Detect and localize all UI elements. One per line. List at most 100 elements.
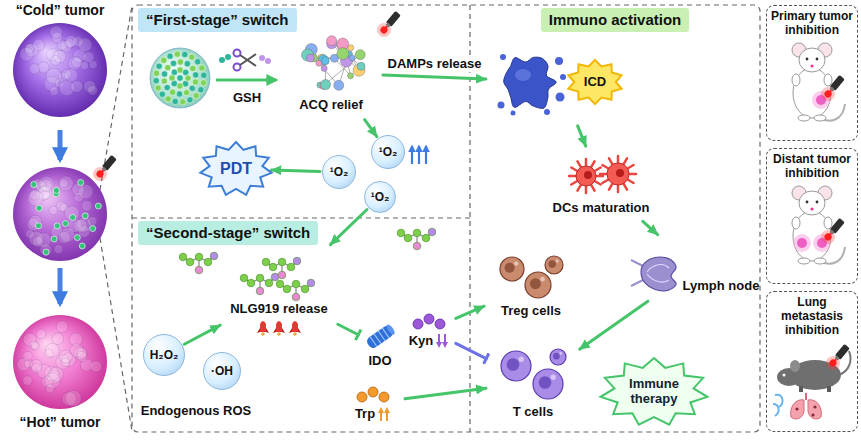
nanoparticle: [161, 57, 167, 63]
node-label: PDT: [220, 159, 252, 178]
tumor-sphere: [82, 213, 88, 219]
mouse-model: [797, 238, 807, 248]
mouse-model: [792, 217, 800, 229]
trend-arrows: [436, 342, 442, 348]
ido-enzyme-art: [378, 331, 385, 341]
nlg919-molecule: [210, 252, 218, 260]
nanoparticle: [172, 98, 178, 104]
dendritic-cells-art: [571, 181, 577, 185]
laser-pointer: [386, 23, 391, 28]
tumor-sphere: [74, 219, 87, 232]
molecule-dots: [409, 312, 449, 332]
dendritic-cells-art: [628, 165, 634, 169]
mouse-model: [799, 191, 825, 215]
t-cells-art: [539, 376, 552, 389]
t-cells-art: [507, 358, 520, 371]
nanoparticle: [184, 61, 190, 67]
molecule-dots: [435, 319, 445, 329]
trend-arrows: [438, 334, 440, 343]
burst-shape: [568, 60, 621, 104]
tumor-sphere: [10, 20, 110, 120]
burst-shape: [200, 142, 271, 195]
trend-arrows: [442, 342, 448, 348]
tumor-sphere: [65, 36, 77, 48]
nanoparticle: [167, 53, 173, 59]
node-label: ·OH: [211, 364, 233, 378]
molecule-row: Trp: [355, 406, 391, 422]
nanoparticle: [198, 87, 204, 93]
treg-cells-art: [514, 262, 518, 266]
nlg919-molecule: [265, 279, 273, 287]
dying-cell: [544, 109, 550, 115]
node-label: Kyn: [409, 333, 434, 349]
tumor-sphere: “Cold” tumor: [5, 2, 115, 127]
nlg919-molecule: [240, 273, 279, 295]
mouse-model: [792, 43, 848, 121]
nlg919-molecule: [276, 280, 284, 288]
nlg919-molecule: [428, 228, 436, 236]
tumor-sphere: [40, 244, 52, 256]
mouse-model: [792, 74, 800, 86]
tumor-sphere: [54, 223, 60, 229]
gsh-cleavage: [216, 79, 276, 82]
molecule-dots: [368, 387, 378, 397]
tumor-sphere: [70, 214, 76, 220]
rocket-icons: [293, 332, 297, 336]
rocket-icons: [289, 328, 292, 333]
lymph-node: Lymph node: [627, 236, 764, 300]
dendritic-cells-art: [576, 166, 596, 186]
nanoparticle: [161, 71, 167, 77]
singlet-oxygen-bubble: ¹O₂: [371, 135, 405, 169]
nanoparticle: [183, 69, 189, 75]
laser-pointer: [374, 9, 403, 40]
mouse-model: [816, 57, 819, 60]
laser-pointer: [835, 344, 850, 360]
dendritic-cells-art: [584, 171, 592, 179]
dendritic-cells-art: [577, 161, 581, 167]
gsh-cleavage: [240, 55, 256, 66]
t-cells-art: [559, 352, 562, 355]
outcome-panel: Distant tumor inhibition: [766, 148, 858, 284]
nanoparticle: [165, 96, 171, 102]
outcome-label: Lung metastasis inhibition: [769, 296, 855, 337]
dying-cell: [556, 93, 565, 102]
dying-cell: [500, 54, 506, 60]
acq-cluster-art: [357, 63, 365, 71]
nlg919-molecule: [278, 258, 286, 266]
edge-label: DAMPs release: [386, 56, 484, 72]
mouse-model: [790, 360, 800, 372]
rocket-icons: [276, 321, 282, 332]
gsh-cleavage: [265, 58, 271, 64]
node-label: Trp: [355, 406, 375, 422]
panel-divider: [469, 5, 470, 432]
treg-cells-art: [545, 256, 563, 274]
molecule-dots: [424, 314, 434, 324]
nanoparticle: [200, 80, 206, 86]
outcome-label: Primary tumor inhibition: [769, 10, 855, 38]
tumor-sphere: [44, 349, 53, 358]
nlg919-molecule: [397, 228, 436, 250]
gsh-cleavage: [259, 55, 265, 61]
laser-pointer: [102, 155, 117, 171]
treg-cells-art: [496, 253, 566, 301]
mouse-model: [824, 217, 832, 229]
node-label: ICD: [584, 74, 606, 90]
inhibition-arrow: [338, 324, 358, 335]
nanoparticle: [177, 59, 183, 65]
tumor-sphere: “Hot” tumor: [5, 308, 115, 436]
tumor-sphere: [30, 341, 38, 349]
rocket-icons: [277, 332, 281, 336]
acq-cluster-art: [321, 80, 331, 90]
nlg919-molecule: [397, 229, 405, 237]
trend-arrows: [444, 334, 446, 343]
nanoparticle: [174, 51, 180, 57]
node-label: DCs maturation: [553, 200, 650, 216]
flow-arrow: [330, 209, 367, 244]
tumor-sphere: [51, 56, 61, 66]
nlg919-molecule: [422, 234, 430, 242]
acq-cluster-art: [316, 60, 322, 66]
t-cells-art: [533, 369, 563, 399]
flow-arrow: [271, 170, 320, 171]
inhibition-arrow: [456, 343, 486, 358]
trend-arrows: [386, 412, 388, 421]
